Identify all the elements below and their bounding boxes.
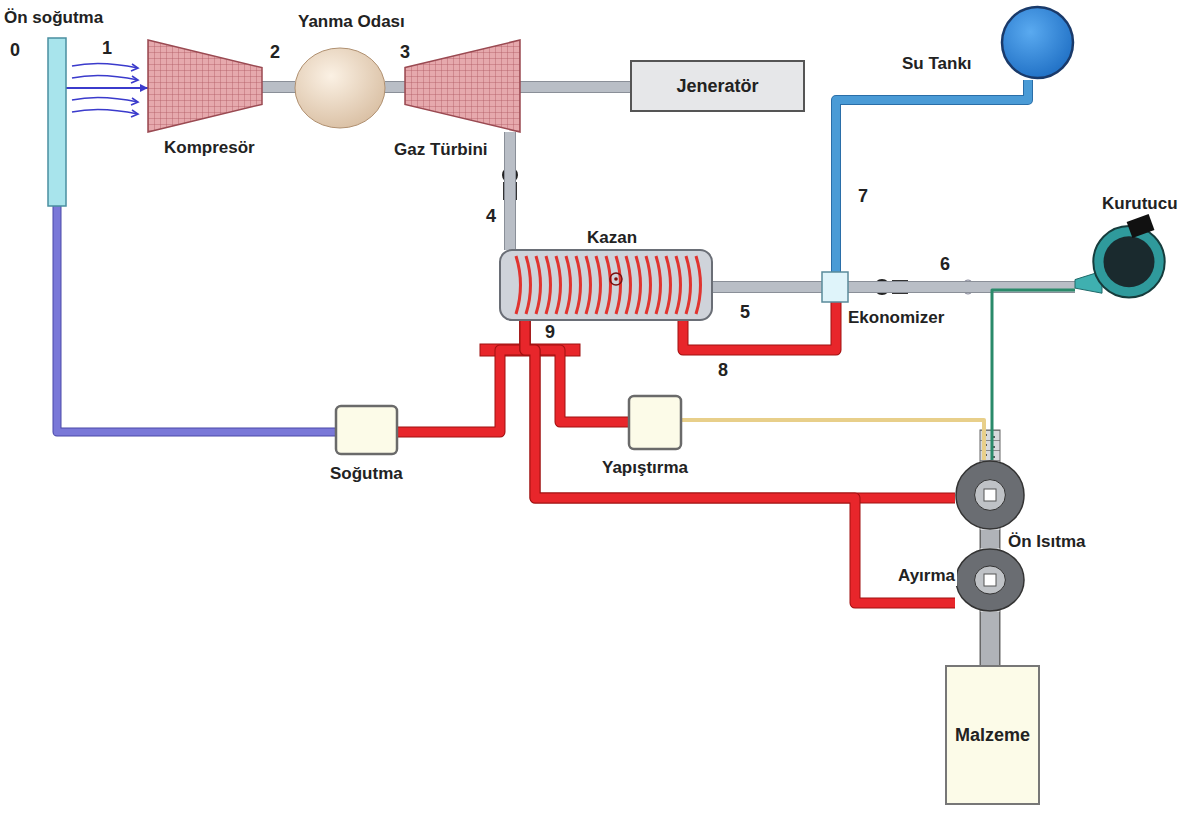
shape-outline	[1000, 5, 1075, 80]
pipe-connector	[682, 420, 984, 460]
component-label: Malzeme	[945, 665, 1040, 805]
material-box: Malzeme	[945, 665, 1040, 805]
pipe-connector	[836, 80, 1028, 272]
pipe-connector	[385, 87, 405, 88]
gas-turbine: Gaz Türbini	[405, 40, 520, 132]
shape-outline	[295, 48, 385, 128]
component-label: Ön soğutma	[2, 8, 105, 28]
callout-number: 5	[738, 302, 752, 322]
economizer-box: Ekonomizer	[822, 272, 848, 302]
callout-number: 0	[8, 40, 22, 60]
callout-number: 3	[398, 42, 412, 62]
component-label: Yanma Odası	[296, 12, 407, 32]
shape-outline	[822, 272, 848, 302]
shape-outline	[628, 395, 682, 450]
component-label: Su Tankı	[900, 54, 974, 74]
pipe-connector	[525, 320, 955, 603]
pipe-connector	[57, 206, 335, 432]
dryer-fan: Kurutucu	[1075, 215, 1165, 300]
separation-disk: Ayırma	[955, 548, 1025, 612]
preheat-disk: Ön Isıtma	[955, 460, 1025, 530]
component-label: Yapıştırma	[600, 458, 690, 478]
air-arrows	[72, 63, 138, 117]
shape-outline	[405, 40, 520, 132]
pipe-connector	[712, 287, 822, 288]
cooling-box: Soğutma	[335, 405, 398, 455]
callout-number: 2	[268, 42, 282, 62]
pipe-connector	[398, 320, 525, 432]
component-label: Ön Isıtma	[1006, 532, 1087, 552]
shape-outline	[955, 548, 1025, 612]
callout-number: 9	[543, 322, 557, 342]
shape-outline	[48, 38, 66, 206]
component-label: Jeneratör	[630, 60, 805, 112]
component-label: Kompresör	[162, 138, 257, 158]
shape-outline	[335, 405, 398, 455]
pipe-connector	[262, 87, 295, 88]
combustion-chamber: Yanma Odası	[295, 48, 385, 128]
pipe-connector	[525, 320, 955, 498]
component-label: Ekonomizer	[846, 308, 946, 328]
component-label: Gaz Türbini	[392, 140, 490, 160]
shape-outline	[500, 250, 712, 320]
callout-number: 6	[938, 254, 952, 274]
shape-outline	[148, 40, 262, 132]
component-label: Kazan	[585, 228, 639, 248]
component-label: Kurutucu	[1100, 194, 1180, 214]
pipe-connector	[992, 290, 1075, 460]
shape-outline	[1075, 215, 1165, 300]
generator-box: Jeneratör	[630, 60, 805, 112]
callout-number: 4	[484, 206, 498, 226]
compressor: Kompresör	[148, 40, 262, 132]
callout-number: 8	[716, 360, 730, 380]
callout-number: 1	[100, 38, 114, 58]
shape-outline	[955, 460, 1025, 530]
bonding-box: Yapıştırma	[628, 395, 682, 450]
precooler-bar: Ön soğutma	[48, 38, 66, 206]
callout-number: 7	[856, 186, 870, 206]
water-tank: Su Tankı	[1000, 5, 1075, 80]
boiler: Kazan	[500, 250, 712, 320]
pipe-connector	[66, 84, 148, 92]
pipe-connector	[520, 87, 630, 88]
pipe-connector	[510, 132, 511, 250]
component-label: Soğutma	[328, 464, 405, 484]
component-label: Ayırma	[896, 566, 957, 586]
pipe-connector	[990, 612, 991, 665]
pipe-connector	[848, 287, 1075, 288]
pipe-connector	[990, 530, 991, 548]
